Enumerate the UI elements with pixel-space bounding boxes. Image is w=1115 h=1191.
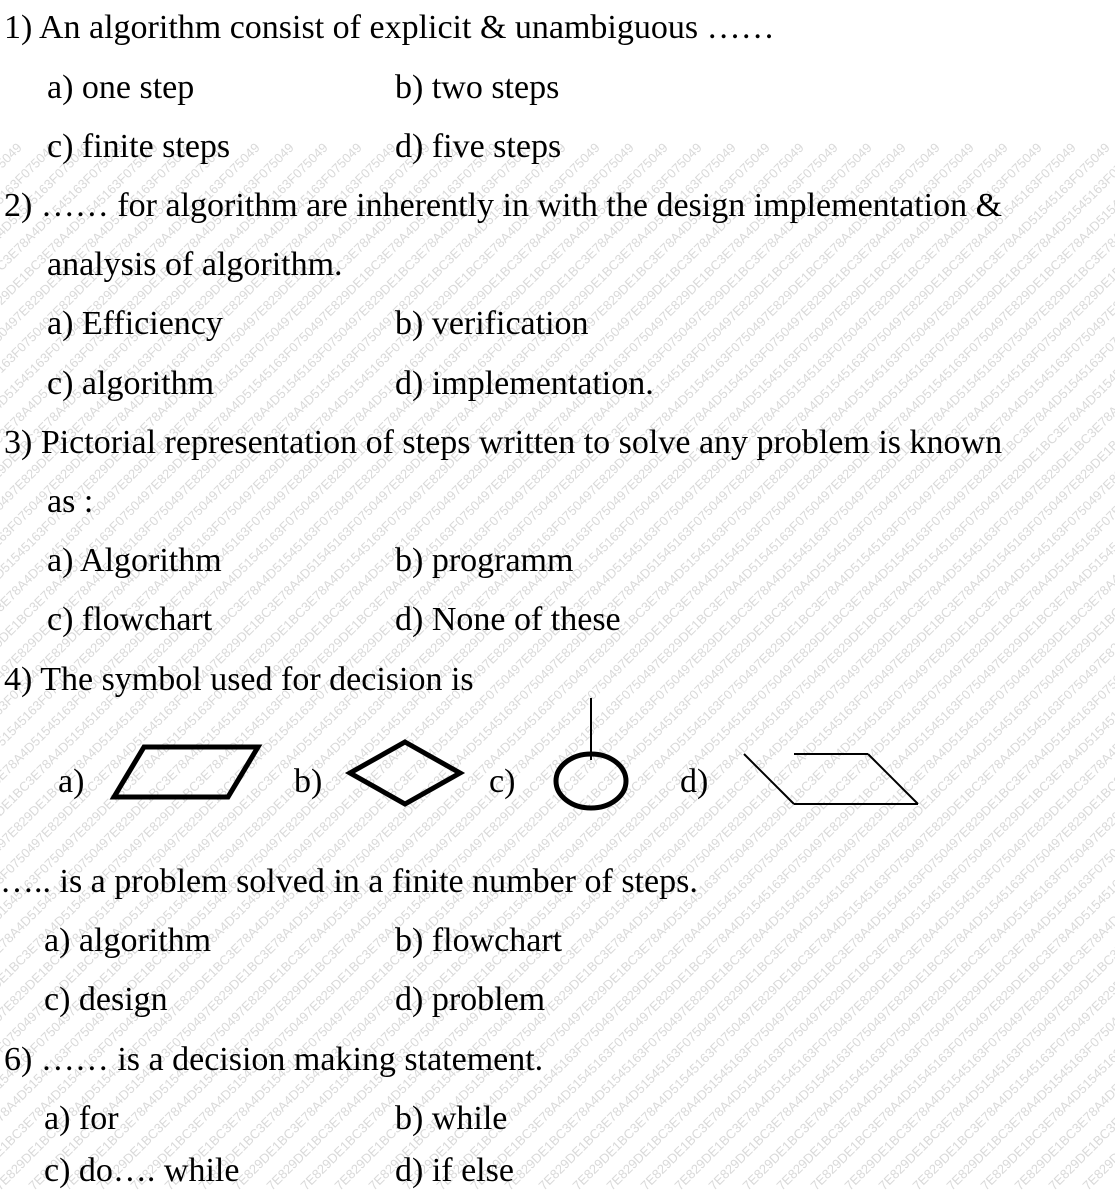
- watermark-row: 7E829DE1BC3E78A4D51545163F0750497E829DE1…: [944, 140, 1115, 1191]
- watermark-row: 7E829DE1BC3E78A4D51545163F0750497E829DE1…: [400, 140, 1115, 1191]
- question-number: 2): [4, 187, 33, 224]
- question-3-continuation: as :: [47, 483, 94, 520]
- option-3b[interactable]: b) programm: [395, 542, 574, 579]
- question-number: 6): [4, 1041, 33, 1078]
- watermark-row: 7E829DE1BC3E78A4D51545163F0750497E829DE1…: [672, 140, 1115, 1191]
- question-text: ….. is a problem solved in a finite numb…: [0, 863, 698, 900]
- watermark-row: 7E829DE1BC3E78A4D51545163F0750497E829DE1…: [502, 140, 1115, 1191]
- watermark-row: 7E829DE1BC3E78A4D51545163F0750497E829DE1…: [434, 140, 1115, 1191]
- question-text: …… for algorithm are inherently in with …: [40, 187, 1003, 224]
- option-2b[interactable]: b) verification: [395, 305, 589, 342]
- question-number: 1): [4, 9, 33, 46]
- option-1a[interactable]: a) one step: [47, 69, 195, 106]
- option-1d[interactable]: d) five steps: [395, 128, 562, 165]
- question-4: 4) The symbol used for decision is: [4, 660, 474, 700]
- option-5d[interactable]: d) problem: [395, 981, 546, 1018]
- watermark-row: 7E829DE1BC3E78A4D51545163F0750497E829DE1…: [1012, 140, 1115, 1191]
- question-number: 3): [4, 424, 33, 461]
- watermark-row: 7E829DE1BC3E78A4D51545163F0750497E829DE1…: [468, 140, 1115, 1191]
- watermark-row: 7E829DE1BC3E78A4D51545163F0750497E829DE1…: [366, 140, 1115, 1191]
- watermark-row: 7E829DE1BC3E78A4D51545163F0750497E829DE1…: [978, 140, 1115, 1191]
- connector-circle-icon: [553, 698, 629, 811]
- option-2a[interactable]: a) Efficiency: [47, 305, 223, 342]
- option-1c[interactable]: c) finite steps: [47, 128, 231, 165]
- watermark-row: 7E829DE1BC3E78A4D51545163F0750497E829DE1…: [842, 140, 1115, 1191]
- watermark-row: 7E829DE1BC3E78A4D51545163F0750497E829DE1…: [740, 140, 1115, 1191]
- option-6c[interactable]: c) do…. while: [44, 1152, 240, 1189]
- watermark-row: 7E829DE1BC3E78A4D51545163F0750497E829DE1…: [638, 140, 1115, 1191]
- open-parallelogram-icon: [743, 753, 919, 805]
- watermark-row: 7E829DE1BC3E78A4D51545163F0750497E829DE1…: [808, 140, 1115, 1191]
- option-4c[interactable]: c): [489, 763, 516, 800]
- watermark-row: 7E829DE1BC3E78A4D51545163F0750497E829DE1…: [1046, 140, 1115, 1191]
- question-3: 3) Pictorial representation of steps wri…: [4, 423, 1002, 463]
- question-2-continuation: analysis of algorithm.: [47, 246, 343, 283]
- option-6b[interactable]: b) while: [395, 1100, 508, 1137]
- watermark-row: 7E829DE1BC3E78A4D51545163F0750497E829DE1…: [774, 140, 1115, 1191]
- watermark-row: 7E829DE1BC3E78A4D51545163F0750497E829DE1…: [604, 140, 1115, 1191]
- question-1: 1) An algorithm consist of explicit & un…: [4, 8, 775, 48]
- option-3c[interactable]: c) flowchart: [47, 601, 213, 638]
- watermark-row: 7E829DE1BC3E78A4D51545163F0750497E829DE1…: [536, 140, 1115, 1191]
- option-5b[interactable]: b) flowchart: [395, 922, 563, 959]
- parallelogram-icon: [109, 744, 263, 800]
- diamond-icon: [344, 739, 466, 807]
- question-text: …… is a decision making statement.: [40, 1041, 544, 1078]
- watermark-row: 7E829DE1BC3E78A4D51545163F0750497E829DE1…: [570, 140, 1115, 1191]
- option-5a[interactable]: a) algorithm: [44, 922, 212, 959]
- option-3a[interactable]: a) Algorithm: [47, 542, 222, 579]
- watermark-row: 7E829DE1BC3E78A4D51545163F0750497E829DE1…: [706, 140, 1115, 1191]
- question-5: ….. is a problem solved in a finite numb…: [0, 862, 698, 902]
- option-2d[interactable]: d) implementation.: [395, 365, 654, 402]
- watermark-row: 7E829DE1BC3E78A4D51545163F0750497E829DE1…: [1080, 140, 1115, 1191]
- option-4d[interactable]: d): [680, 763, 709, 800]
- question-text: The symbol used for decision is: [40, 661, 474, 698]
- option-1b[interactable]: b) two steps: [395, 69, 560, 106]
- question-6: 6) …… is a decision making statement.: [4, 1040, 543, 1080]
- question-text: An algorithm consist of explicit & unamb…: [38, 9, 775, 46]
- question-2: 2) …… for algorithm are inherently in wi…: [4, 186, 1002, 226]
- watermark-row: 7E829DE1BC3E78A4D51545163F0750497E829DE1…: [876, 140, 1115, 1191]
- option-5c[interactable]: c) design: [44, 981, 168, 1018]
- option-4a[interactable]: a): [58, 763, 85, 800]
- option-4b[interactable]: b): [294, 763, 323, 800]
- watermark-row: 7E829DE1BC3E78A4D51545163F0750497E829DE1…: [910, 140, 1115, 1191]
- question-number: 4): [4, 661, 33, 698]
- option-6a[interactable]: a) for: [44, 1100, 119, 1137]
- option-3d[interactable]: d) None of these: [395, 601, 621, 638]
- option-6d[interactable]: d) if else: [395, 1152, 514, 1189]
- option-2c[interactable]: c) algorithm: [47, 365, 215, 402]
- question-text: Pictorial representation of steps writte…: [40, 424, 1003, 461]
